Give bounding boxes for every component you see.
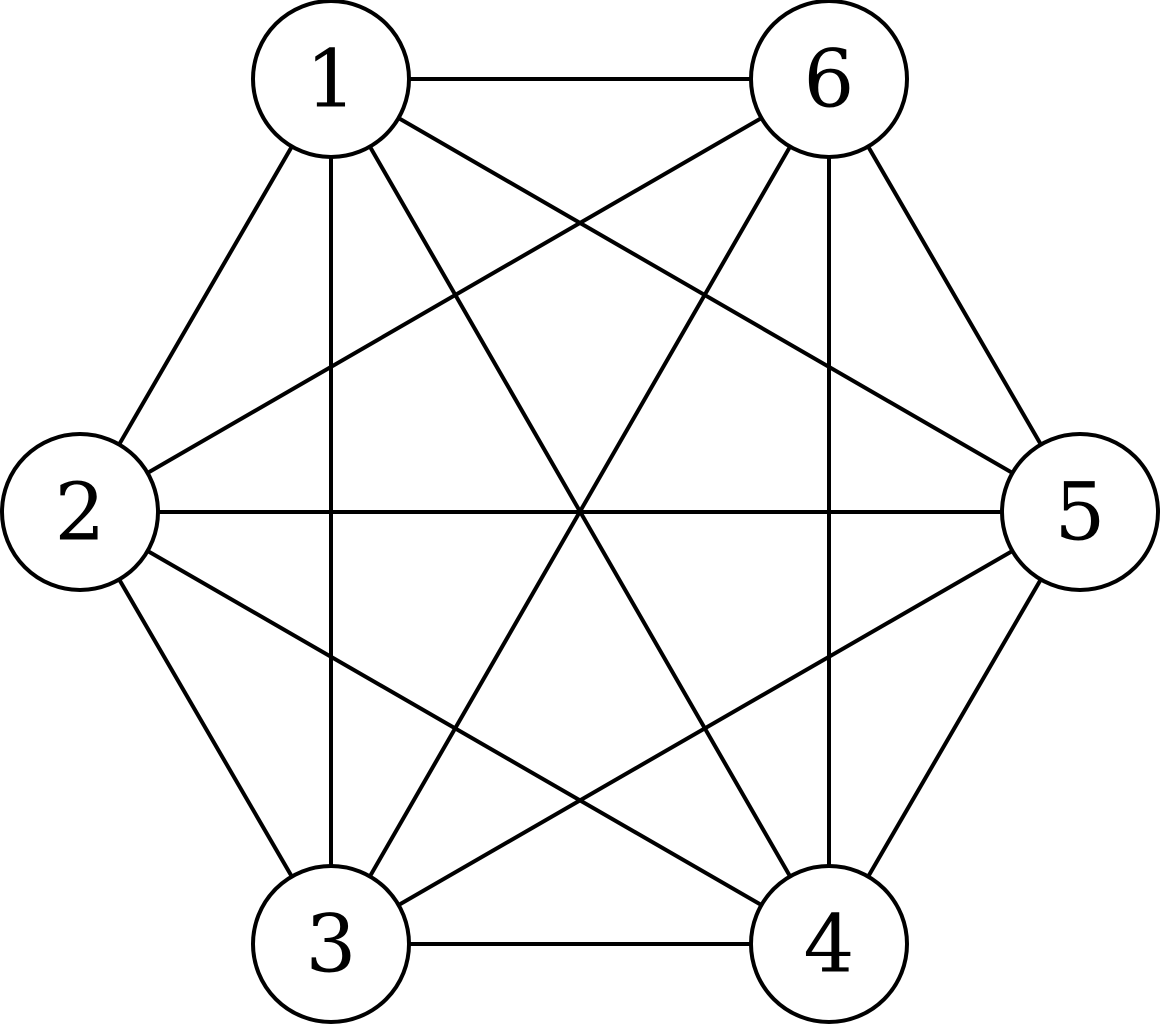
node-circle-4 <box>749 864 909 1024</box>
node-label-2: 2 <box>55 466 106 559</box>
edge-4-5 <box>827 510 1082 946</box>
edge-2-6 <box>78 77 831 514</box>
node-label-5: 5 <box>1055 466 1106 559</box>
node-1: 1 <box>251 0 411 159</box>
edge-5-6 <box>827 77 1082 514</box>
node-5: 5 <box>1000 432 1160 592</box>
node-3: 3 <box>251 864 411 1024</box>
node-circle-5 <box>1000 432 1160 592</box>
node-2: 2 <box>0 432 160 592</box>
edge-3-5 <box>330 510 1081 946</box>
edge-2-3 <box>78 510 333 946</box>
node-label-1: 1 <box>306 33 357 126</box>
node-6: 6 <box>749 0 909 159</box>
node-circle-2 <box>0 432 160 592</box>
node-label-6: 6 <box>804 33 855 126</box>
edge-1-2 <box>78 77 333 514</box>
node-label-4: 4 <box>804 898 855 991</box>
edge-3-6 <box>329 78 831 945</box>
edges-layer <box>78 77 1082 946</box>
node-circle-6 <box>749 0 909 159</box>
node-label-3: 3 <box>306 898 357 991</box>
node-circle-3 <box>251 864 411 1024</box>
node-4: 4 <box>749 864 909 1024</box>
node-circle-1 <box>251 0 411 159</box>
